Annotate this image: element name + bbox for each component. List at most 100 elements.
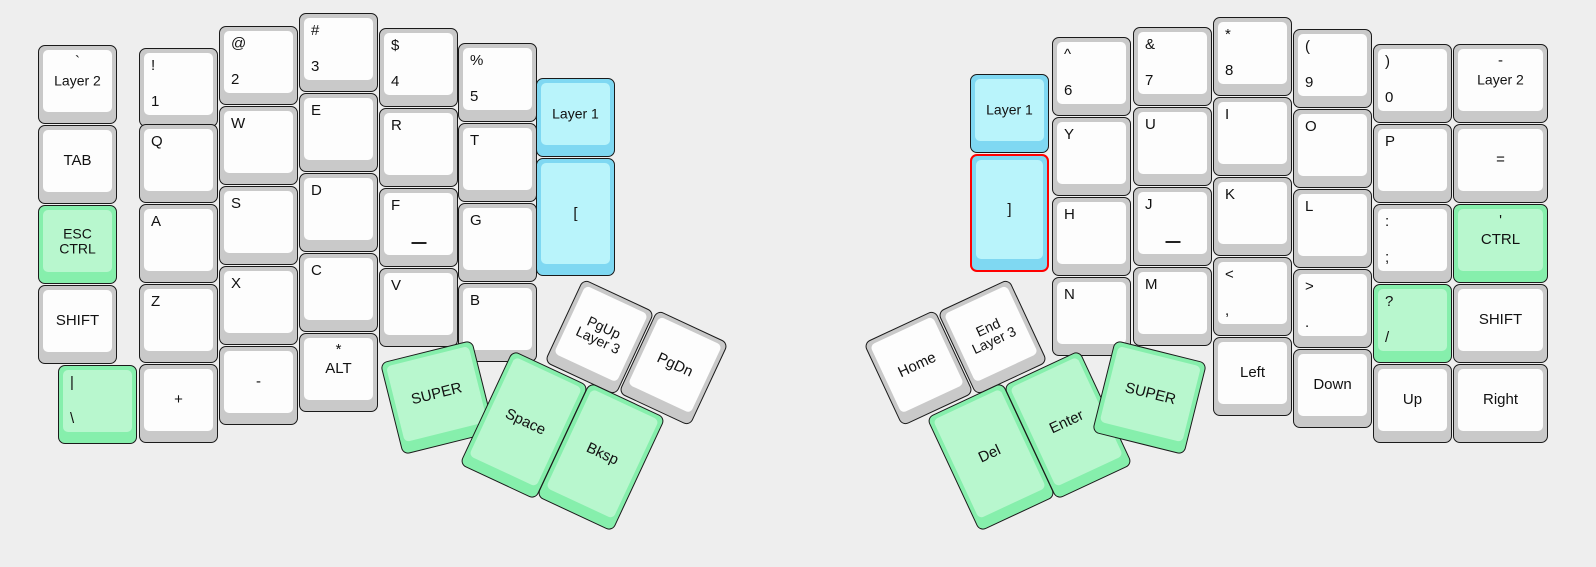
key-legend-top: ^ — [1064, 46, 1072, 63]
keycap-surface: 'CTRL — [1458, 209, 1543, 271]
key-l-pipe-backslash[interactable]: |\ — [58, 365, 137, 444]
keycap-surface: TAB — [43, 130, 112, 192]
key-r-equals[interactable]: = — [1453, 124, 1548, 203]
keycap-surface: E — [304, 98, 373, 160]
key-l-excl-1[interactable]: !1 — [139, 48, 218, 127]
key-legend-center: ] — [1007, 200, 1012, 218]
key-l-v[interactable]: V — [379, 268, 458, 347]
keycap-surface: Down — [1298, 354, 1367, 416]
key-legend-top: < — [1225, 266, 1234, 283]
key-l-a[interactable]: A — [139, 204, 218, 283]
key-r-shift[interactable]: SHIFT — [1453, 284, 1548, 363]
key-legend-center: TAB — [63, 152, 92, 170]
key-r-period[interactable]: >. — [1293, 269, 1372, 348]
key-legend-top: D — [311, 182, 322, 199]
key-legend-center: ALT — [325, 360, 352, 378]
key-l-hash-3[interactable]: #3 — [299, 13, 378, 92]
key-legend-center: = — [1496, 151, 1505, 169]
keycap-surface: - — [224, 351, 293, 413]
keycap-surface: M — [1138, 272, 1207, 334]
keycap-surface: L — [1298, 194, 1367, 256]
key-legend-center: Layer 1 — [552, 105, 599, 122]
key-legend-bottom: 9 — [1305, 74, 1314, 92]
key-l-t[interactable]: T — [458, 123, 537, 202]
key-r-caret-6[interactable]: ^6 — [1052, 37, 1131, 116]
key-l-r[interactable]: R — [379, 108, 458, 187]
keycap-surface: SUPER — [385, 345, 488, 443]
key-r-p[interactable]: P — [1373, 124, 1452, 203]
key-legend-top: * — [335, 341, 342, 358]
key-r-i[interactable]: I — [1213, 97, 1292, 176]
key-legend-top: V — [391, 277, 402, 294]
key-r-star-8[interactable]: *8 — [1213, 17, 1292, 96]
key-legend-top: I — [1225, 106, 1230, 123]
key-legend-bottom: , — [1225, 302, 1230, 320]
key-legend-top: F — [391, 197, 401, 214]
keycap-surface: X — [224, 271, 293, 333]
key-r-o[interactable]: O — [1293, 109, 1372, 188]
key-l-plus[interactable]: + — [139, 364, 218, 443]
keycap-surface: Y — [1057, 122, 1126, 184]
key-l-layer1[interactable]: Layer 1 — [536, 78, 615, 157]
key-r-up[interactable]: Up — [1373, 364, 1452, 443]
key-r-m[interactable]: M — [1133, 267, 1212, 346]
key-l-shift[interactable]: SHIFT — [38, 285, 117, 364]
key-legend-center: Space — [502, 404, 549, 439]
key-l-percent-5[interactable]: %5 — [458, 43, 537, 122]
key-l-at-2[interactable]: @2 — [219, 26, 298, 105]
key-r-minus-layer2[interactable]: -Layer 2 — [1453, 44, 1548, 123]
key-l-left-bracket[interactable]: [ — [536, 158, 615, 276]
key-l-z[interactable]: Z — [139, 284, 218, 363]
key-r-comma[interactable]: <, — [1213, 257, 1292, 336]
key-legend-center: SUPER — [1123, 379, 1178, 409]
key-l-tab[interactable]: TAB — [38, 125, 117, 204]
keycap-surface: C — [304, 258, 373, 320]
key-r-n[interactable]: N — [1052, 277, 1131, 356]
key-legend-center: [ — [573, 204, 578, 222]
key-l-e[interactable]: E — [299, 93, 378, 172]
key-r-u[interactable]: U — [1133, 107, 1212, 186]
key-l-q[interactable]: Q — [139, 124, 218, 203]
key-r-l[interactable]: L — [1293, 189, 1372, 268]
key-l-s[interactable]: S — [219, 186, 298, 265]
keycap-surface: Up — [1378, 369, 1447, 431]
key-r-amp-7[interactable]: &7 — [1133, 27, 1212, 106]
key-l-g[interactable]: G — [458, 203, 537, 282]
key-l-c[interactable]: C — [299, 253, 378, 332]
key-r-colon-semi[interactable]: :; — [1373, 204, 1452, 283]
keycap-surface: Left — [1218, 342, 1287, 404]
key-r-paren-0[interactable]: )0 — [1373, 44, 1452, 123]
key-r-h[interactable]: H — [1052, 197, 1131, 276]
key-r-k[interactable]: K — [1213, 177, 1292, 256]
key-r-question-slash[interactable]: ?/ — [1373, 284, 1452, 363]
key-legend-top: ? — [1385, 293, 1394, 310]
keycap-surface: Layer 1 — [975, 79, 1044, 141]
key-l-esc-ctrl[interactable]: ESC CTRL — [38, 205, 117, 284]
key-l-minus[interactable]: - — [219, 346, 298, 425]
keycap-surface: Q — [144, 129, 213, 191]
key-l-x[interactable]: X — [219, 266, 298, 345]
key-r-right[interactable]: Right — [1453, 364, 1548, 443]
keycap-surface: SHIFT — [43, 290, 112, 352]
key-r-j[interactable]: J — [1133, 187, 1212, 266]
key-l-w[interactable]: W — [219, 106, 298, 185]
key-legend-bottom: 6 — [1064, 82, 1073, 100]
key-l-f[interactable]: F — [379, 188, 458, 267]
key-l-alt[interactable]: * ALT — [299, 333, 378, 412]
key-r-right-bracket[interactable]: ] — [970, 154, 1049, 272]
key-l-d[interactable]: D — [299, 173, 378, 252]
key-legend-top: C — [311, 262, 322, 279]
key-r-left[interactable]: Left — [1213, 337, 1292, 416]
key-r-quote-ctrl[interactable]: 'CTRL — [1453, 204, 1548, 283]
keycap-surface: Z — [144, 289, 213, 351]
key-r-paren-9[interactable]: (9 — [1293, 29, 1372, 108]
key-legend-center: SHIFT — [1478, 311, 1523, 329]
key-r-layer1[interactable]: Layer 1 — [970, 74, 1049, 153]
key-r-y[interactable]: Y — [1052, 117, 1131, 196]
key-l-dollar-4[interactable]: $4 — [379, 28, 458, 107]
key-legend-top: T — [470, 132, 480, 149]
key-r-down[interactable]: Down — [1293, 349, 1372, 428]
keycap-surface: D — [304, 178, 373, 240]
key-l-grave-layer2[interactable]: `Layer 2 — [38, 45, 117, 124]
key-legend-top: ` — [75, 53, 80, 70]
